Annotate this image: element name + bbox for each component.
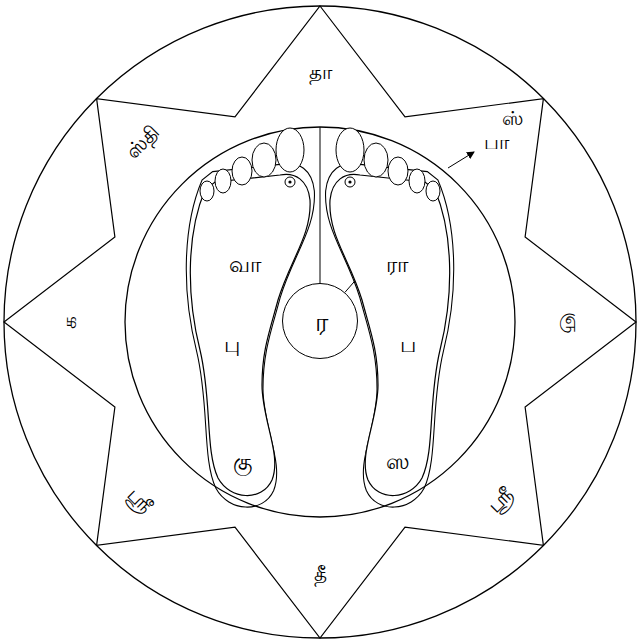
toe-mark-dot: [288, 180, 291, 183]
toe: [388, 157, 408, 185]
toe: [426, 181, 440, 201]
star-syllable: ஸ்தி: [121, 121, 163, 163]
toe: [336, 128, 364, 172]
foot-letter: ப: [400, 333, 416, 357]
toe: [215, 169, 231, 193]
toe: [409, 169, 425, 193]
foot-node: ரா ப ஸ: [310, 118, 470, 508]
star-syllable: பா: [484, 131, 509, 153]
foot-letter: ஸ: [386, 450, 410, 474]
axis-line: [320, 127, 321, 283]
foot-sole: [330, 174, 450, 495]
foot-letter: ரா: [386, 253, 409, 277]
foot-outer-contour: [326, 163, 454, 507]
center-circle: ர: [282, 283, 358, 359]
star-syllable: ஸ்: [502, 107, 523, 129]
outer-circle: [4, 6, 636, 638]
pointer-arrow: [448, 152, 474, 168]
inner-circle: [125, 127, 515, 517]
star-syllable: க: [57, 316, 79, 329]
star-syllable: ஸ்ரீ: [483, 483, 517, 517]
star-syllable: தா: [309, 61, 332, 83]
foot-letter: வா: [229, 253, 262, 277]
star-syllable: ஸ்ரீ: [123, 483, 157, 517]
toe: [276, 128, 304, 172]
toe-mark: [345, 177, 355, 187]
foot-letter: பு: [224, 333, 240, 357]
eight-point-star: [4, 6, 636, 638]
toe-mark: [285, 177, 295, 187]
star-syllable: தீ: [314, 563, 327, 585]
toe: [232, 157, 252, 185]
toe-mark-dot: [348, 180, 351, 183]
foot-group: [326, 128, 454, 507]
toe: [364, 143, 388, 177]
star-syllable: ஞ: [561, 312, 583, 333]
foot-letter: கு: [233, 450, 252, 474]
toe: [252, 143, 276, 177]
toe: [200, 181, 214, 201]
center-letter: ர: [315, 308, 328, 337]
